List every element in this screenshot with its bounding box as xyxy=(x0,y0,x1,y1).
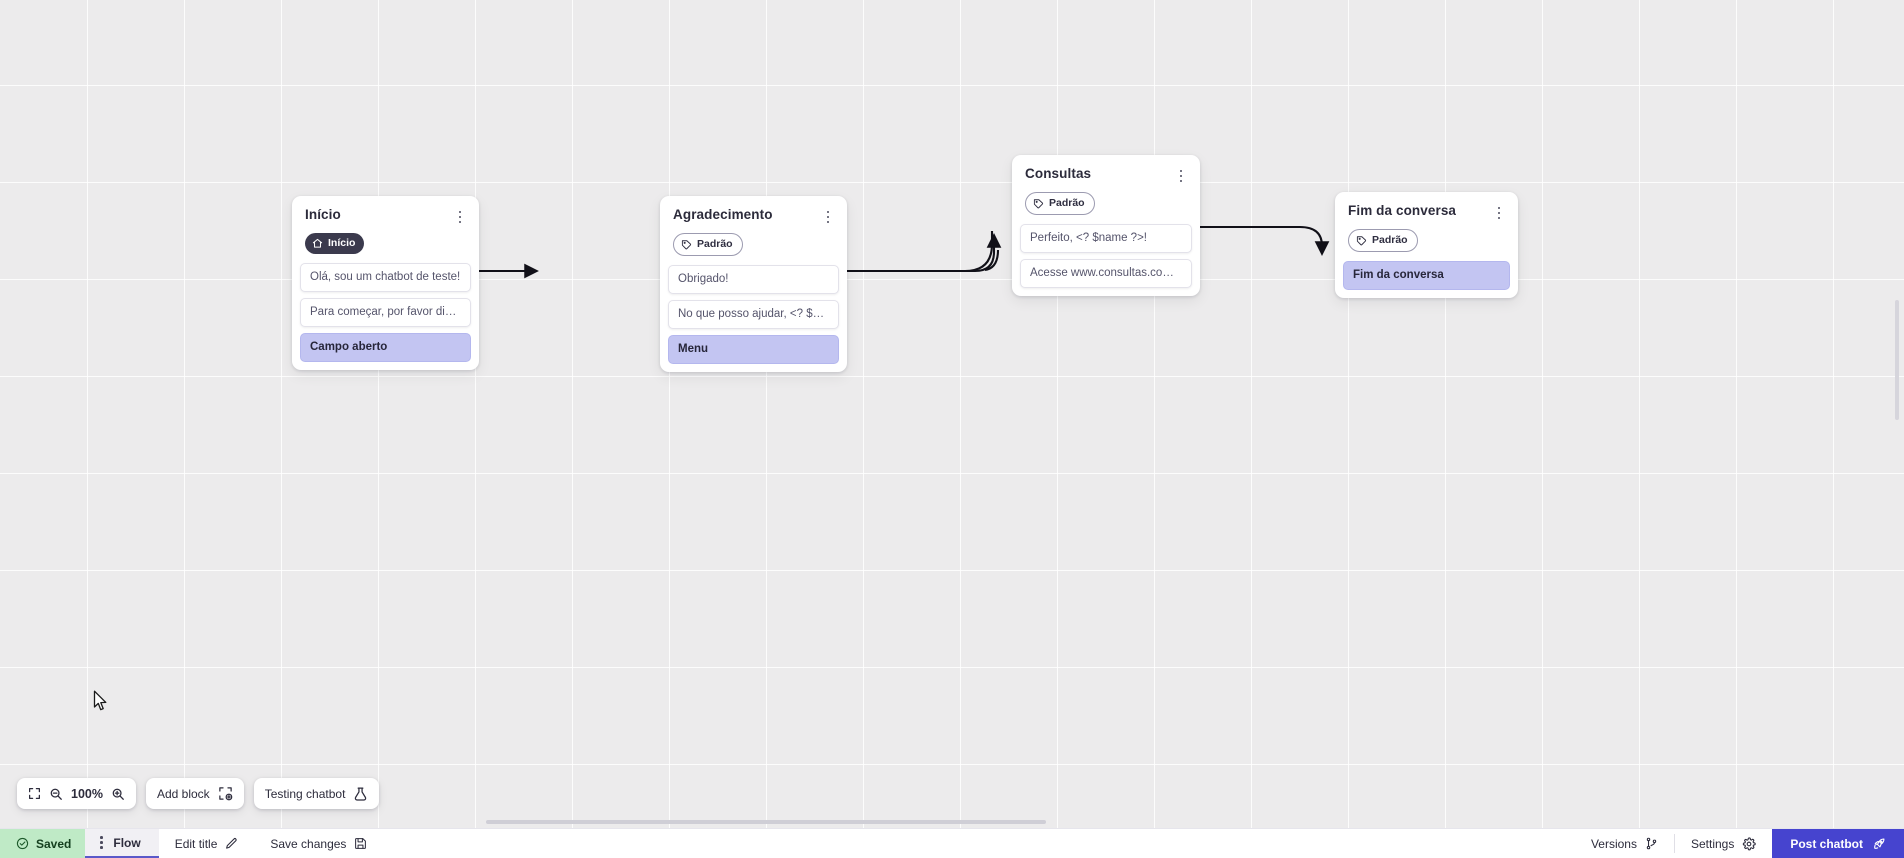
statusbar-spacer xyxy=(383,829,1575,858)
versions-label: Versions xyxy=(1590,836,1637,851)
rocket-icon xyxy=(1874,837,1885,849)
node-header: Início xyxy=(292,196,479,226)
save-changes-button[interactable]: Save changes xyxy=(254,829,383,858)
node-badge-label: Padrão xyxy=(697,238,733,251)
node-menu-icon[interactable] xyxy=(1173,167,1189,185)
node-row-accent[interactable]: Fim da conversa xyxy=(1343,261,1510,290)
node-badge-row: Padrão xyxy=(660,226,847,265)
tag-icon xyxy=(681,240,692,250)
flow-edges xyxy=(396,225,1330,279)
settings-button[interactable]: Settings xyxy=(1675,829,1772,858)
node-row[interactable]: Obrigado! xyxy=(668,265,839,294)
node-title: Agradecimento xyxy=(673,207,773,222)
node-menu-icon[interactable] xyxy=(1491,204,1507,222)
node-badge-label: Início xyxy=(328,237,356,250)
flow-node-agradecimento[interactable]: Agradecimento Padrão Obrigado! No que po… xyxy=(660,196,847,372)
testing-chatbot-label: Testing chatbot xyxy=(264,786,346,801)
node-row[interactable]: Perfeito, <? $name ?>! xyxy=(1020,224,1192,253)
node-menu-icon[interactable] xyxy=(452,208,468,226)
node-row[interactable]: No que posso ajudar, <? $name ... xyxy=(668,300,839,329)
fit-screen-icon[interactable] xyxy=(28,787,41,800)
statusbar-divider xyxy=(1673,834,1675,853)
add-block-icon xyxy=(218,786,233,801)
vertical-scrollbar[interactable] xyxy=(1895,300,1899,420)
post-chatbot-label: Post chatbot xyxy=(1790,836,1863,851)
flow-node-fim-da-conversa[interactable]: Fim da conversa Padrão Fim da conversa xyxy=(1335,192,1518,298)
tab-flow[interactable]: Flow xyxy=(85,829,159,858)
edge-inicio-curve-helper xyxy=(984,249,1000,272)
flow-node-consultas[interactable]: Consultas Padrão Perfeito, <? $name ?>! … xyxy=(1012,155,1200,296)
zoom-in-icon[interactable] xyxy=(111,787,125,801)
node-badge-row: Início xyxy=(292,226,479,263)
mouse-cursor xyxy=(93,690,107,711)
edit-title-label: Edit title xyxy=(174,836,218,851)
settings-label: Settings xyxy=(1690,836,1735,851)
tag-icon xyxy=(1033,199,1044,209)
node-rows: Olá, sou um chatbot de teste! Para começ… xyxy=(292,263,479,362)
post-chatbot-button[interactable]: Post chatbot xyxy=(1772,829,1904,858)
edge-consultas-to-fim xyxy=(1198,225,1330,256)
status-bar: Saved Flow Edit title Save changes Versi… xyxy=(0,828,1904,858)
home-icon xyxy=(312,238,323,248)
horizontal-scrollbar[interactable] xyxy=(486,820,1046,824)
node-badge-row: Padrão xyxy=(1335,222,1518,261)
branch-icon xyxy=(1646,837,1657,850)
flow-canvas[interactable]: Início Início Olá, sou um chatbot de tes… xyxy=(0,0,1904,828)
check-circle-icon xyxy=(16,837,29,850)
tag-icon xyxy=(1356,236,1367,246)
node-rows: Perfeito, <? $name ?>! Acesse www.consul… xyxy=(1012,224,1200,288)
node-header: Consultas xyxy=(1012,155,1200,185)
edit-title-button[interactable]: Edit title xyxy=(159,829,255,858)
tab-flow-label: Flow xyxy=(113,835,141,850)
add-block-label: Add block xyxy=(156,786,210,801)
floppy-icon xyxy=(355,838,367,849)
node-rows: Obrigado! No que posso ajudar, <? $name … xyxy=(660,265,847,364)
node-header: Fim da conversa xyxy=(1335,192,1518,222)
node-badge-row: Padrão xyxy=(1012,185,1200,224)
pencil-icon xyxy=(226,838,238,849)
node-badge-padrao[interactable]: Padrão xyxy=(1025,192,1095,215)
node-menu-icon[interactable] xyxy=(820,208,836,226)
node-badge-label: Padrão xyxy=(1372,234,1408,247)
canvas-toolbar: 100% Add block Testing chatbot xyxy=(17,778,380,809)
flow-menu-icon[interactable] xyxy=(93,834,109,852)
node-badge-padrao[interactable]: Padrão xyxy=(673,233,743,256)
node-badge-padrao[interactable]: Padrão xyxy=(1348,229,1418,252)
testing-chatbot-button[interactable]: Testing chatbot xyxy=(253,778,380,809)
versions-button[interactable]: Versions xyxy=(1575,829,1674,858)
node-row[interactable]: Para começar, por favor digite o ... xyxy=(300,298,471,327)
node-title: Fim da conversa xyxy=(1348,203,1457,218)
node-badge-label: Padrão xyxy=(1049,197,1085,210)
node-header: Agradecimento xyxy=(660,196,847,226)
node-title: Consultas xyxy=(1025,166,1092,181)
zoom-out-icon[interactable] xyxy=(49,787,63,801)
node-row-accent[interactable]: Campo aberto xyxy=(300,333,471,362)
zoom-level-label: 100% xyxy=(71,786,103,801)
zoom-controls[interactable]: 100% xyxy=(17,778,136,809)
saved-label: Saved xyxy=(36,836,72,851)
saved-status: Saved xyxy=(0,829,86,858)
node-badge-inicio[interactable]: Início xyxy=(305,233,365,254)
node-row-accent[interactable]: Menu xyxy=(668,335,839,364)
node-row[interactable]: Olá, sou um chatbot de teste! xyxy=(300,263,471,292)
node-title: Início xyxy=(305,207,341,222)
node-rows: Fim da conversa xyxy=(1335,261,1518,290)
save-changes-label: Save changes xyxy=(270,836,347,851)
node-row[interactable]: Acesse www.consultas.com par... xyxy=(1020,259,1192,288)
gear-icon xyxy=(1743,836,1757,850)
flask-icon xyxy=(353,786,368,802)
flow-node-inicio[interactable]: Início Início Olá, sou um chatbot de tes… xyxy=(292,196,479,370)
add-block-button[interactable]: Add block xyxy=(145,778,244,809)
